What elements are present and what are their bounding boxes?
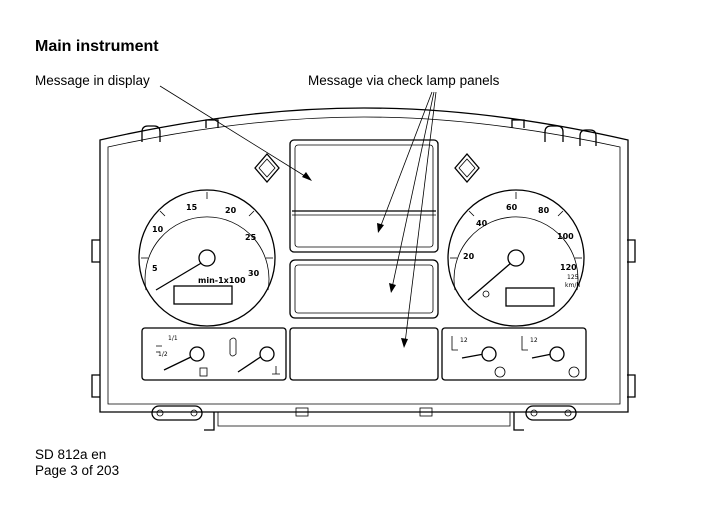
- indicator-lamp-right: [454, 153, 480, 183]
- coolant-gauge-hub: [259, 346, 275, 362]
- callout-lamps-label: Message via check lamp panels: [308, 73, 500, 88]
- pressure-1-needle: [461, 353, 485, 359]
- lower-right-gauge-panel: 12 12: [441, 327, 587, 381]
- fuel-label-half: 1/2: [158, 351, 168, 358]
- speed-tick-20: 20: [463, 252, 475, 261]
- callout-display-label: Message in display: [35, 73, 150, 88]
- lower-left-gauge-panel: 1/1 1/2: [141, 327, 287, 381]
- speedometer: 20 40 60 80 100 120 125 km/h: [447, 189, 585, 327]
- speed-needle: [467, 261, 513, 301]
- callout-arrows: [159, 85, 437, 348]
- pressure-1-label: 12: [460, 337, 468, 344]
- thermometer-icon: [272, 366, 280, 375]
- pressure-2-hub: [549, 346, 565, 362]
- bottom-connectors: [151, 405, 577, 421]
- speed-tick-80: 80: [538, 206, 550, 215]
- brake-2-icon: [568, 366, 580, 378]
- speed-unit-label: km/h: [565, 282, 580, 289]
- pressure-2-needle: [531, 353, 553, 359]
- coolant-needle: [237, 355, 263, 373]
- speed-tick-40: 40: [476, 219, 488, 228]
- center-panels: [289, 139, 439, 381]
- indicator-lamp-left: [254, 153, 280, 183]
- tacho-unit-label: min-1x100: [198, 276, 246, 285]
- fuel-needle: [163, 355, 194, 371]
- pressure-2-label: 12: [530, 337, 538, 344]
- housing: [99, 107, 629, 431]
- footer-page-number: Page 3 of 203: [35, 463, 120, 478]
- tacho-lcd: [173, 285, 233, 305]
- speed-tick-120: 120: [560, 263, 577, 272]
- tacho-needle: [155, 261, 204, 291]
- speed-tick-60: 60: [506, 203, 518, 212]
- tachometer: 5 10 15 20 25 30 min-1x100: [138, 189, 276, 327]
- tacho-tick-5: 5: [152, 264, 158, 273]
- tacho-tick-30: 30: [248, 269, 260, 278]
- fuel-pump-icon: [199, 367, 208, 377]
- pressure-1-hub: [481, 346, 497, 362]
- speed-tick-100: 100: [557, 232, 574, 241]
- coolant-icon: [229, 337, 237, 357]
- tacho-tick-10: 10: [152, 225, 164, 234]
- page-title: Main instrument: [35, 38, 159, 55]
- tacho-tick-15: 15: [186, 203, 198, 212]
- speed-lcd: [505, 287, 555, 307]
- footer-doc-code: SD 812a en: [35, 447, 107, 462]
- tacho-tick-25: 25: [245, 233, 257, 242]
- brake-1-icon: [494, 366, 506, 378]
- fuel-label-full: 1/1: [168, 335, 178, 342]
- speed-tick-125: 125: [567, 274, 579, 281]
- tacho-tick-20: 20: [225, 206, 237, 215]
- fuel-gauge-hub: [189, 346, 205, 362]
